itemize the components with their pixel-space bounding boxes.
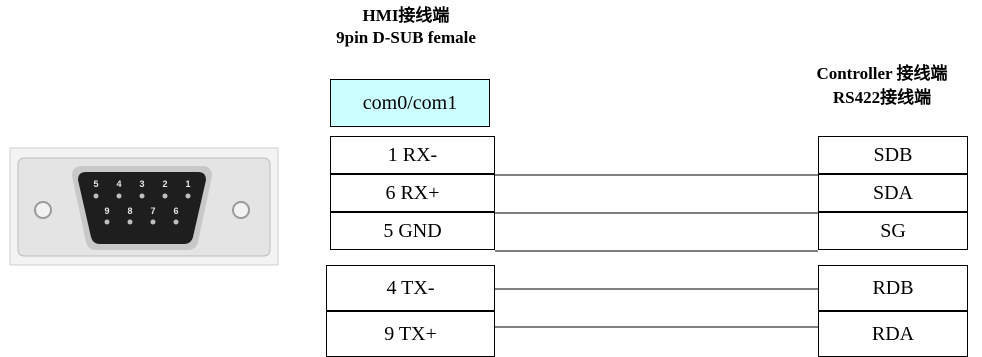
hmi-pin-cell: 1 RX- [330, 136, 495, 174]
pin-number-label: 4 [116, 179, 121, 189]
hmi-port-header: com0/com1 [330, 79, 490, 127]
wires [495, 174, 818, 328]
controller-pin-cell: RDB [818, 265, 968, 311]
hmi-terminal-title: HMI接线端 9pin D-SUB female [290, 5, 522, 49]
pin-number-label: 3 [139, 179, 144, 189]
pin-number-label: 8 [127, 206, 132, 216]
pin-number-label: 9 [104, 206, 109, 216]
pin-number-label: 6 [173, 206, 178, 216]
mounting-hole-left-icon [34, 201, 52, 219]
hmi-pin-cell: 4 TX- [326, 265, 495, 311]
hmi-pin-cell: 9 TX+ [326, 311, 495, 357]
controller-pin-cell: SDB [818, 136, 968, 174]
pin-number-label: 1 [185, 179, 190, 189]
hmi-title-line1: HMI接线端 [362, 6, 450, 25]
controller-pin-cell: SDA [818, 174, 968, 212]
hmi-pin-cell: 5 GND [330, 212, 495, 250]
controller-terminal-title: Controller 接线端 RS422接线端 [782, 62, 982, 110]
controller-pin-cell: RDA [818, 311, 968, 357]
db9-connector-image: 5 4 3 2 1 9 8 7 6 [9, 147, 279, 266]
pin-number-label: 7 [150, 206, 155, 216]
controller-title-line1: Controller 接线端 [816, 64, 948, 83]
hmi-pin-cell: 6 RX+ [330, 174, 495, 212]
controller-title-line2: RS422接线端 [832, 88, 932, 107]
mounting-hole-right-icon [232, 201, 250, 219]
pin-number-label: 5 [93, 179, 98, 189]
connector-body-icon [78, 172, 206, 244]
hmi-title-line2: 9pin D-SUB female [336, 28, 476, 47]
controller-pin-cell: SG [818, 212, 968, 250]
pin-number-label: 2 [162, 179, 167, 189]
